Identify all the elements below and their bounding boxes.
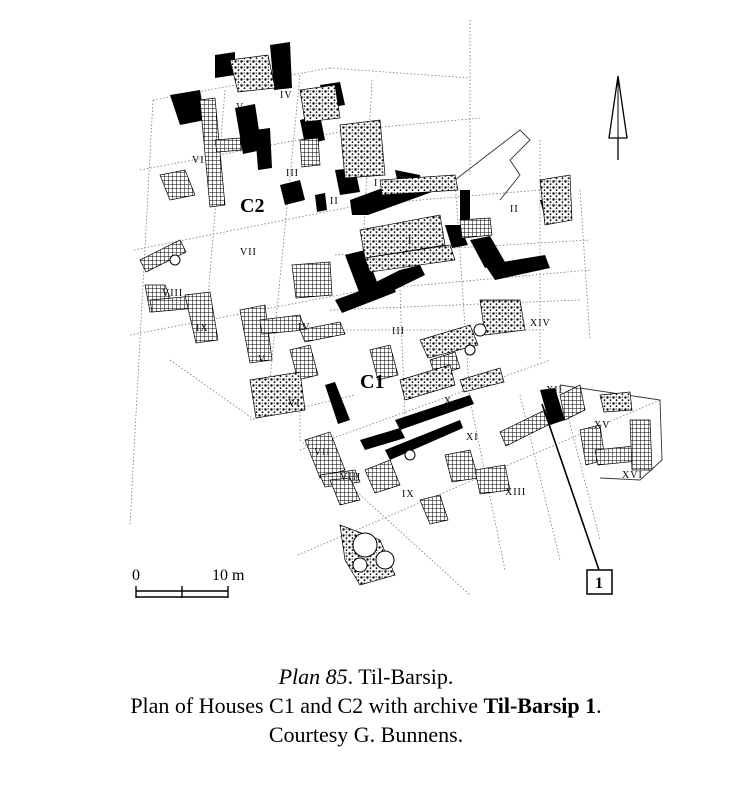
caption-line-3: Courtesy G. Bunnens. xyxy=(268,722,464,747)
callout-leader-line xyxy=(541,403,600,571)
room-label: VIII xyxy=(340,472,361,483)
site-plan: C2 C1 V IV VI III I II VII I II VIII IX … xyxy=(129,20,663,598)
column-bases xyxy=(169,254,487,573)
room-label: V xyxy=(258,354,266,365)
figure-caption: Plan 85. Til-Barsip. Plan of Houses C1 a… xyxy=(0,662,732,749)
room-label: I xyxy=(374,178,378,189)
callout-box xyxy=(586,569,613,595)
room-label: VIII xyxy=(162,288,183,299)
house-label-c2: C2 xyxy=(240,195,264,217)
room-label: XVI xyxy=(622,470,643,481)
room-label: VI xyxy=(192,155,205,166)
room-label: XII xyxy=(546,385,563,396)
walls-brick xyxy=(139,97,653,525)
room-label: III xyxy=(392,326,405,337)
room-label: II xyxy=(330,196,339,207)
scale-label-ten: 10 m xyxy=(212,567,245,584)
room-label: VI xyxy=(288,398,301,409)
room-label: IV xyxy=(280,90,293,101)
scale-bar xyxy=(135,586,229,598)
room-label: I xyxy=(408,236,412,247)
callout-label: 1 xyxy=(595,575,603,592)
room-label: X xyxy=(444,396,452,407)
caption-period: . xyxy=(596,693,602,718)
room-label: XIV xyxy=(530,318,551,329)
room-label: XV xyxy=(594,420,610,431)
house-label-c1: C1 xyxy=(360,371,384,393)
room-label: V xyxy=(236,102,244,113)
room-label: IX xyxy=(196,323,209,334)
caption-line-1: Plan 85. Til-Barsip. xyxy=(0,662,732,691)
room-label: XIII xyxy=(505,487,526,498)
caption-plan-number: Plan 85 xyxy=(278,664,348,689)
caption-description: Plan of Houses C1 and C2 with archive xyxy=(130,693,484,718)
room-label: II xyxy=(510,204,519,215)
caption-site: . Til-Barsip. xyxy=(347,664,454,689)
room-label: IX xyxy=(402,489,415,500)
room-label: VII xyxy=(240,247,257,258)
room-label: VII xyxy=(314,447,331,458)
room-label: III xyxy=(286,168,299,179)
caption-line-2: Plan of Houses C1 and C2 with archive Ti… xyxy=(0,691,732,720)
room-label: IV xyxy=(298,322,311,333)
scale-label-zero: 0 xyxy=(132,567,140,584)
caption-archive: Til-Barsip 1 xyxy=(483,693,597,718)
north-arrow-icon xyxy=(608,75,628,160)
room-label: XI xyxy=(466,432,479,443)
